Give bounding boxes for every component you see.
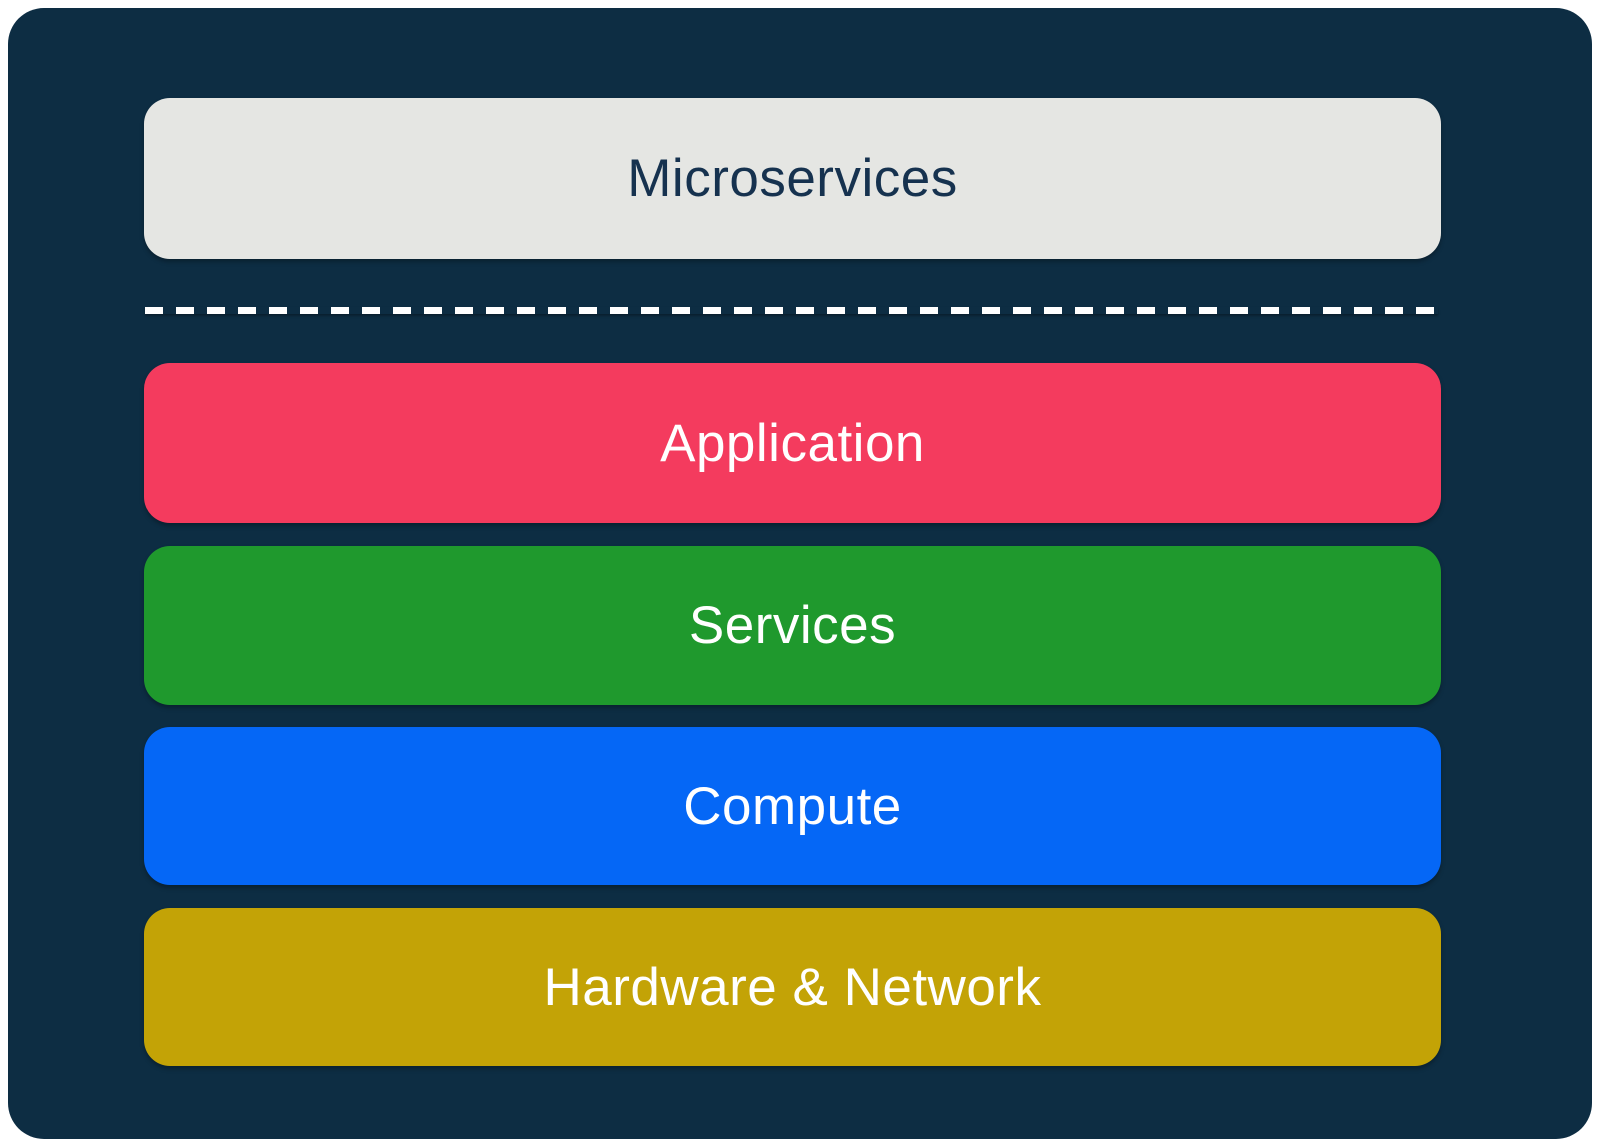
layer-application: Application — [144, 363, 1441, 523]
layer-compute-label: Compute — [683, 776, 902, 836]
layer-services: Services — [144, 546, 1441, 705]
diagram-panel: Microservices Application Services Compu… — [8, 8, 1592, 1139]
layer-microservices-label: Microservices — [627, 149, 958, 208]
layer-hardware-network: Hardware & Network — [144, 908, 1441, 1066]
layer-hardware-network-label: Hardware & Network — [543, 957, 1042, 1017]
layer-microservices: Microservices — [144, 98, 1441, 259]
dashed-divider — [145, 307, 1438, 314]
layer-compute: Compute — [144, 727, 1441, 885]
layer-application-label: Application — [660, 413, 925, 473]
layer-services-label: Services — [688, 596, 897, 655]
